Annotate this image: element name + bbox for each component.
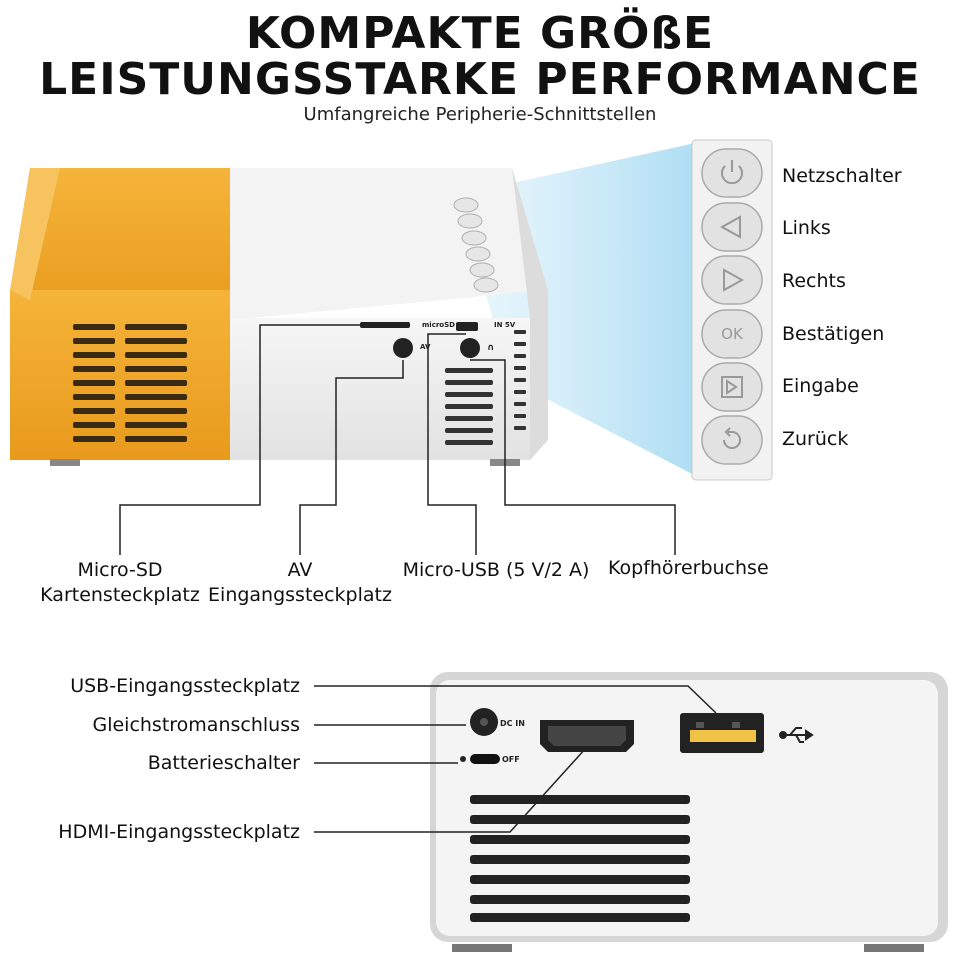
yellow-vents (73, 324, 187, 442)
label-links: Links (782, 217, 831, 239)
label-bestaetigen: Bestätigen (782, 323, 885, 345)
microsd-slot (360, 322, 410, 328)
triangle-left-icon (719, 215, 741, 239)
input-icon (721, 376, 743, 398)
off-marking: OFF (502, 755, 520, 764)
label-headphone: Kopfhörerbuchse (608, 557, 769, 579)
page-title-line1: KOMPAKTE GRÖßE (245, 8, 715, 59)
microusb-port (456, 322, 478, 331)
device-top-buttons (453, 197, 499, 293)
button-panel-zoom (691, 139, 773, 481)
headphone-icon: ∩ (487, 343, 495, 353)
back-ports (460, 708, 764, 764)
label-microsd-line1: Micro-SD (77, 559, 163, 581)
projector-front-body (10, 168, 548, 466)
in5v-marking: IN 5V (494, 321, 516, 329)
ok-icon: OK (721, 325, 743, 343)
leader-lines-back (314, 685, 717, 833)
label-netzschalter: Netzschalter (782, 165, 902, 187)
label-av-line2: Eingangssteckplatz (208, 584, 392, 606)
label-hdmi: HDMI-Eingangssteckplatz (58, 821, 300, 843)
label-eingabe: Eingabe (782, 375, 859, 397)
battery-switch (470, 754, 500, 764)
power-icon (721, 160, 743, 185)
microsd-marking: microSD (422, 321, 455, 329)
label-microsd-line2: Kartensteckplatz (40, 584, 200, 606)
back-vents (470, 795, 690, 922)
triangle-right-icon (723, 268, 745, 292)
label-av-line1: AV (287, 559, 313, 581)
headphone-jack (460, 338, 480, 358)
page-title-line2: LEISTUNGSSTARKE PERFORMANCE (39, 54, 921, 105)
dc-in-marking: DC IN (500, 719, 525, 728)
back-icon (723, 427, 741, 449)
label-rechts: Rechts (782, 270, 846, 292)
av-jack (393, 338, 413, 358)
front-vents (445, 330, 526, 445)
label-usb: USB-Eingangssteckplatz (70, 675, 300, 697)
label-dc: Gleichstromanschluss (92, 714, 300, 736)
label-zurueck: Zurück (782, 428, 849, 450)
label-av: AV Eingangssteckplatz (195, 558, 405, 608)
av-marking: AV (420, 343, 431, 351)
page-subtitle: Umfangreiche Peripherie-Schnittstellen (303, 104, 657, 125)
label-microsd: Micro-SD Kartensteckplatz (20, 558, 220, 608)
leader-lines-top (119, 324, 676, 555)
label-battery: Batterieschalter (147, 752, 300, 774)
front-ports (360, 322, 480, 358)
label-microusb: Micro-USB (5 V/2 A) (402, 559, 590, 581)
usb-symbol-icon (779, 727, 814, 743)
